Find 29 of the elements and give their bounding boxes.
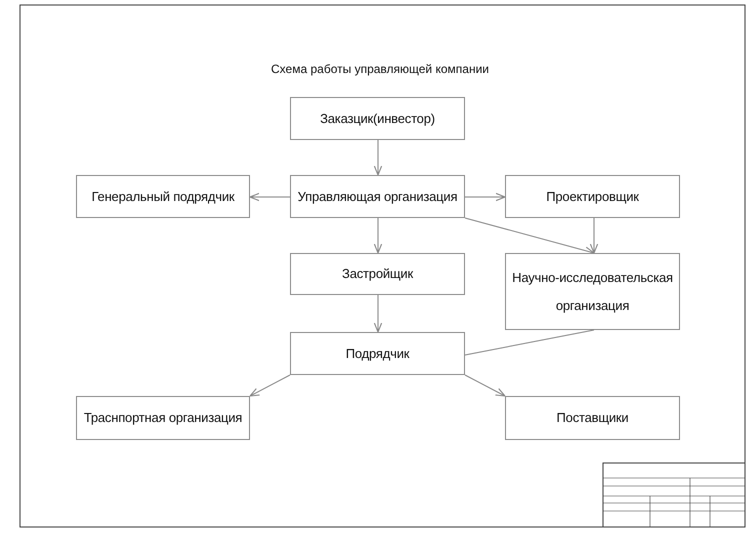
box-label: Поставщики	[556, 409, 628, 427]
arrow	[374, 294, 382, 333]
process-box	[290, 332, 465, 375]
arrow	[374, 218, 382, 254]
process-box	[505, 396, 680, 440]
arrow	[249, 192, 290, 202]
process-box	[290, 253, 465, 295]
process-box	[76, 396, 250, 440]
arrow	[249, 374, 290, 397]
connector-line	[464, 330, 594, 356]
box-label: Застройщик	[342, 265, 413, 283]
process-box	[76, 175, 250, 218]
process-box	[505, 253, 680, 330]
diagram-title: Схема работы управляющей компании	[270, 62, 490, 76]
arrow	[464, 374, 506, 397]
box-label: Управляющая организация	[298, 188, 458, 206]
process-box	[290, 175, 465, 218]
arrow	[464, 192, 506, 202]
box-label: Проектировщик	[546, 188, 639, 206]
box-label: Генеральный подрядчик	[92, 188, 234, 206]
process-box	[505, 175, 680, 218]
box-label: Научно-исследовательская организация	[511, 268, 674, 315]
arrow	[464, 218, 595, 255]
box-label: Подрядчик	[346, 344, 410, 363]
box-label: Заказцик(инвестор)	[320, 110, 435, 128]
arrow	[374, 140, 382, 176]
arrow	[590, 218, 598, 254]
process-box	[290, 97, 465, 140]
box-label: Траснпортная организация	[84, 409, 242, 427]
